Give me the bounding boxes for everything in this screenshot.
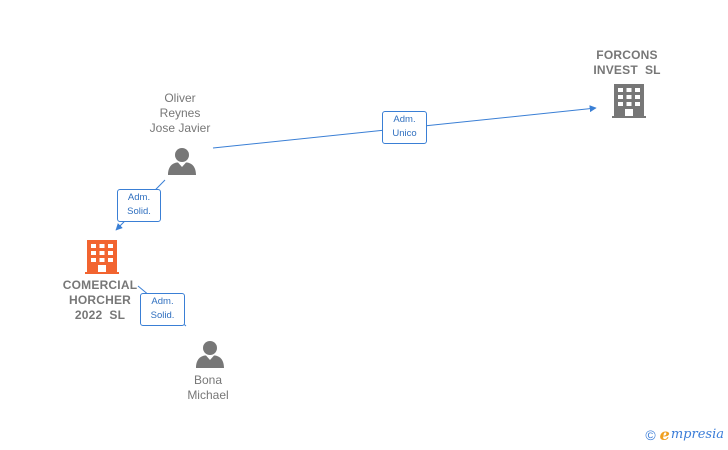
relation-badge-adm-solid-bona-line2: Solid. (150, 310, 175, 321)
forcons-label-line1: FORCONS (596, 48, 658, 62)
relation-badge-adm-solid-oliver-line1: Adm. (127, 192, 151, 203)
forcons-building-icon[interactable] (612, 84, 646, 118)
bona-person-icon[interactable] (196, 341, 224, 368)
comercial-label-line2: HORCHER (68, 293, 132, 307)
oliver-label[interactable]: Oliver Reynes Jose Javier (134, 91, 226, 136)
copyright-symbol: © (645, 426, 656, 443)
relation-badge-adm-unico-line2: Unico (392, 128, 417, 139)
relation-badge-adm-unico[interactable]: Adm. Unico (382, 111, 427, 144)
comercial-label-line3: 2022 SL (74, 308, 126, 322)
forcons-label[interactable]: FORCONS INVEST SL (580, 48, 674, 78)
relation-badge-adm-unico-line1: Adm. (393, 114, 416, 125)
bona-label-line2: Michael (187, 388, 229, 402)
oliver-label-line1: Oliver (164, 91, 196, 105)
oliver-label-line3: Jose Javier (149, 121, 211, 135)
relation-badge-adm-solid-oliver[interactable]: Adm. Solid. (117, 189, 161, 222)
comercial-label[interactable]: COMERCIAL HORCHER 2022 SL (52, 278, 148, 323)
footer-brand: © e mpresia (645, 425, 724, 444)
comercial-label-line1: COMERCIAL (62, 278, 138, 292)
oliver-person-icon[interactable] (168, 148, 196, 175)
relation-badge-adm-solid-oliver-line2: Solid. (127, 206, 151, 217)
oliver-label-line2: Reynes (159, 106, 201, 120)
comercial-building-icon[interactable] (85, 240, 119, 274)
bona-label[interactable]: Bona Michael (168, 373, 248, 403)
bona-label-line1: Bona (193, 373, 223, 387)
relation-badge-adm-solid-bona-line1: Adm. (151, 296, 174, 307)
brand-logo-text: mpresia (670, 427, 724, 442)
brand-logo-initial: e (659, 425, 670, 444)
forcons-label-line2: INVEST SL (593, 63, 661, 77)
relation-badge-adm-solid-bona[interactable]: Adm. Solid. (140, 293, 185, 326)
